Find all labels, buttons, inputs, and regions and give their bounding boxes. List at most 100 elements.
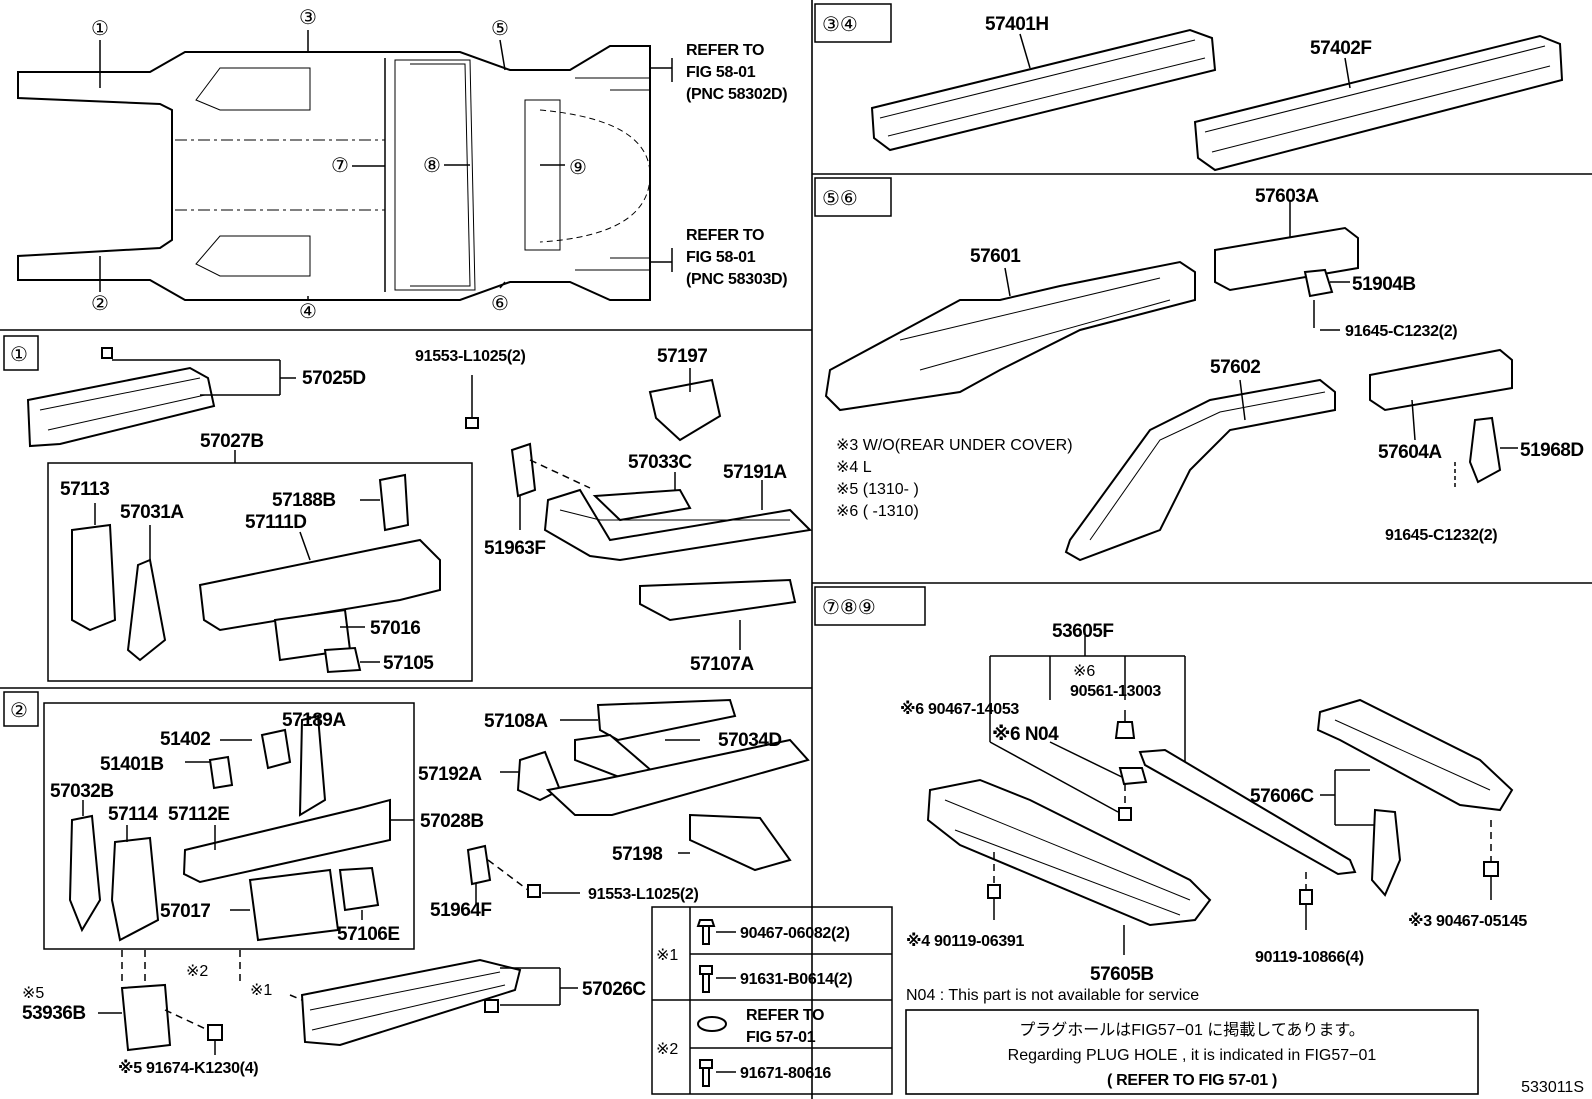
note-6: ※6 ( -1310)	[836, 503, 919, 520]
section-3-4: ③④ 57401H 57402F	[814, 3, 1564, 172]
part-57025D: 57025D	[302, 368, 366, 389]
part-91645-C1232-b: 91645-C1232(2)	[1385, 527, 1497, 544]
part-57603A: 57603A	[1255, 186, 1319, 207]
part-51968D: 51968D	[1520, 440, 1584, 461]
part-57197: 57197	[657, 346, 707, 367]
part-51964F: 51964F	[430, 900, 491, 921]
marker-2: ※2	[186, 963, 208, 980]
section-7-8-9: ⑦⑧⑨ 53	[814, 586, 1528, 985]
part-57114: 57114	[108, 804, 158, 825]
callout-5: ⑤	[491, 18, 509, 40]
part-57192A: 57192A	[418, 764, 482, 785]
section-5-6: ⑤⑥ 57601 57603A 51904B 91645-C1232(2) 57…	[814, 177, 1584, 562]
part-57032B: 57032B	[50, 781, 114, 802]
part-90119-10866: 90119-10866(4)	[1255, 949, 1364, 966]
part-57113: 57113	[60, 479, 109, 500]
callout-4: ④	[299, 301, 317, 323]
plug-hole-note-jp: プラグホールはFIG57−01 に掲載してあります。	[1019, 1021, 1365, 1039]
legend-90467-06082: 90467-06082(2)	[740, 925, 850, 942]
part-90467-05145: ※3 90467-05145	[1408, 912, 1527, 930]
part-57017: 57017	[160, 901, 210, 922]
legend-refer-to: REFER TO	[746, 1007, 824, 1024]
part-53936B: 53936B	[22, 1003, 86, 1024]
section-1: ① 57025D 570	[3, 335, 813, 682]
bolt-icon	[699, 1059, 713, 1087]
part-57191A: 57191A	[723, 462, 787, 483]
part-51963F: 51963F	[484, 538, 545, 559]
part-57605B: 57605B	[1090, 964, 1154, 985]
note-3: ※3 W/O(REAR UNDER COVER)	[836, 437, 1073, 454]
legend-marker-2: ※2	[656, 1041, 678, 1058]
callout-2: ②	[91, 293, 109, 315]
part-57606C: 57606C	[1250, 786, 1314, 807]
part-57188B: 57188B	[272, 490, 336, 511]
part-90119-06391: ※4 90119-06391	[906, 932, 1025, 950]
note-4: ※4 L	[836, 459, 872, 476]
diagram-code: 533011S	[1521, 1079, 1584, 1096]
part-90561-13003: 90561-13003	[1070, 683, 1161, 700]
part-91553-L1025-b: 91553-L1025(2)	[588, 886, 699, 903]
callout-7: ⑦	[331, 155, 349, 177]
part-57401H: 57401H	[985, 14, 1049, 35]
marker-1: ※1	[250, 982, 272, 999]
note-5: ※5 (1310- )	[836, 481, 919, 498]
part-57105: 57105	[383, 653, 434, 674]
part-57031A: 57031A	[120, 502, 184, 523]
legend-91631-B0614: 91631-B0614(2)	[740, 971, 852, 988]
footer: N04 : This part is not available for ser…	[905, 987, 1584, 1096]
section-label-5-6: ⑤⑥	[822, 188, 858, 210]
section-2: ②	[3, 691, 810, 1077]
n04-note: N04 : This part is not available for ser…	[906, 987, 1199, 1004]
callout-3: ③	[299, 7, 317, 29]
part-57107A: 57107A	[690, 654, 754, 675]
part-91553-L1025-a: 91553-L1025(2)	[415, 348, 526, 365]
legend-fig-57-01: FIG 57-01	[746, 1029, 816, 1046]
underbody-overview: ① ② ③ ④ ⑤ ⑥ ⑦ ⑧ ⑨ REFER TO FIG 58-01 (PN…	[17, 7, 788, 323]
section-label-3-4: ③④	[822, 14, 858, 36]
bolt-icon	[699, 965, 713, 993]
refer-bottom-3: (PNC 58303D)	[686, 271, 787, 288]
part-57106E: 57106E	[337, 924, 400, 945]
part-53605F: 53605F	[1052, 621, 1113, 642]
part-57108A: 57108A	[484, 711, 548, 732]
legend-marker-1: ※1	[656, 947, 678, 964]
part-57034D: 57034D	[718, 730, 782, 751]
section-label-7-8-9: ⑦⑧⑨	[822, 597, 876, 619]
part-57402F: 57402F	[1310, 38, 1371, 59]
part-57016: 57016	[370, 618, 420, 639]
part-57189A: 57189A	[282, 710, 346, 731]
fastener-legend: ※1 ※2 90467-06082(2) 91631-B0614(2) REFE…	[651, 906, 893, 1095]
part-57601: 57601	[970, 246, 1021, 267]
refer-top-1: REFER TO	[686, 42, 764, 59]
part-57028B: 57028B	[420, 811, 484, 832]
legend-91671-80616: 91671-80616	[740, 1065, 831, 1082]
plug-icon	[697, 1016, 727, 1032]
bolt-icon	[696, 919, 716, 945]
part-57198: 57198	[612, 844, 662, 865]
callout-1: ①	[91, 18, 109, 40]
part-90467-14053: ※6 90467-14053	[900, 700, 1019, 718]
part-91645-C1232-a: 91645-C1232(2)	[1345, 323, 1457, 340]
callout-6: ⑥	[491, 293, 509, 315]
part-57604A: 57604A	[1378, 442, 1442, 463]
plug-hole-refer: ( REFER TO FIG 57-01 )	[1107, 1072, 1277, 1089]
part-N04: ※6 N04	[992, 724, 1059, 745]
part-51401B: 51401B	[100, 754, 164, 775]
part-57602: 57602	[1210, 357, 1260, 378]
part-57112E: 57112E	[168, 804, 229, 825]
part-57026C: 57026C	[582, 979, 646, 1000]
refer-bottom-2: FIG 58-01	[686, 249, 756, 266]
refer-top-2: FIG 58-01	[686, 64, 756, 81]
callout-8: ⑧	[423, 155, 441, 177]
marker-6a: ※6	[1073, 663, 1095, 680]
section-label-2: ②	[10, 700, 28, 722]
refer-bottom-1: REFER TO	[686, 227, 764, 244]
part-57111D: 57111D	[245, 512, 306, 533]
callout-9: ⑨	[569, 157, 587, 179]
part-51904B: 51904B	[1352, 274, 1416, 295]
refer-top-3: (PNC 58302D)	[686, 86, 787, 103]
part-57027B: 57027B	[200, 431, 264, 452]
part-91674-K1230: ※5 91674-K1230(4)	[118, 1059, 258, 1077]
marker-5: ※5	[22, 985, 44, 1002]
